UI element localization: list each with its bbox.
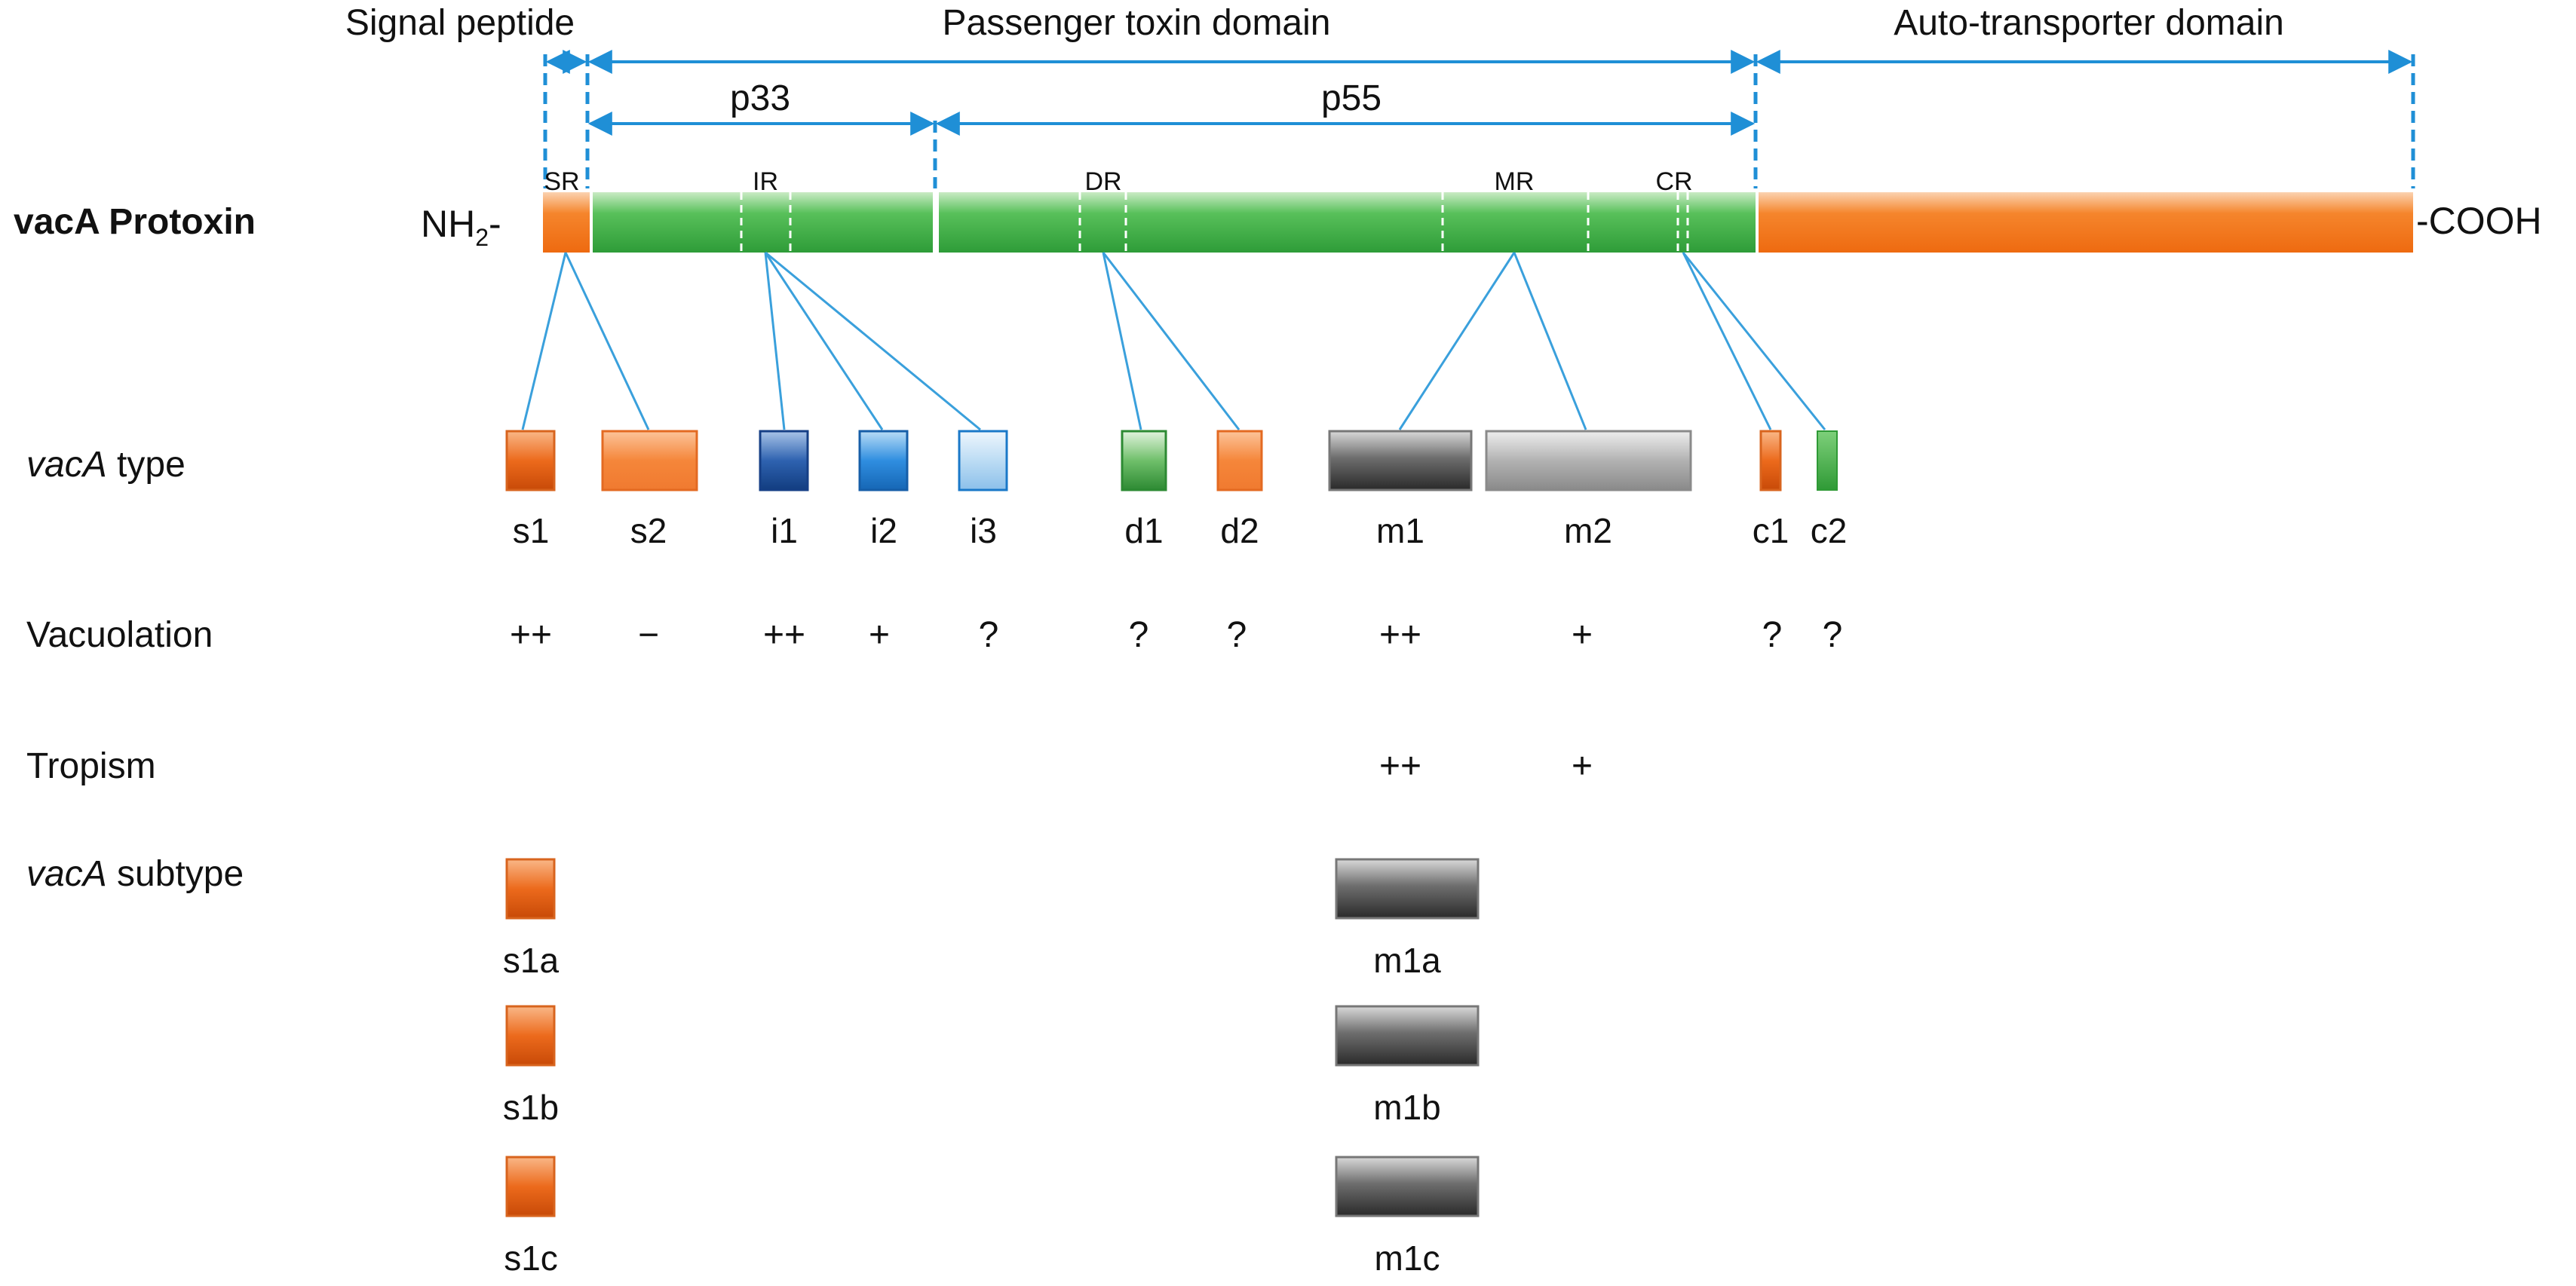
type-label: m2 <box>1564 511 1612 550</box>
type-label: s2 <box>630 511 667 550</box>
autotransporter-domain-label: Auto-transporter domain <box>1894 3 2284 43</box>
vacuolation-value: − <box>638 615 659 655</box>
type-box-d1 <box>1121 430 1167 491</box>
type-label: s1 <box>513 511 550 550</box>
subtype-box-m1b <box>1335 1005 1480 1067</box>
vacuolation-value: ? <box>1227 615 1247 655</box>
tropism-row-label: Tropism <box>26 746 156 786</box>
subtype-box-s1c <box>505 1156 556 1217</box>
mr-label: MR <box>1495 167 1535 196</box>
vacuolation-value: ? <box>1762 615 1783 655</box>
vaca-subtype-row-label: vacA subtype <box>26 854 244 894</box>
subtype-box-m1a <box>1335 858 1480 920</box>
type-label: d2 <box>1220 511 1259 550</box>
type-box-i2 <box>858 430 909 491</box>
vacuolation-value: ++ <box>763 615 805 655</box>
dr-label: DR <box>1084 167 1121 196</box>
type-box-i1 <box>759 430 809 491</box>
vacuolation-value: ? <box>1823 615 1843 655</box>
type-box-c1 <box>1759 430 1782 491</box>
cooh-terminus: -COOH <box>2416 200 2542 242</box>
vacuolation-value: ? <box>979 615 999 655</box>
type-box-i3 <box>958 430 1008 491</box>
p33-region-bar <box>593 192 933 253</box>
signal-region-bar <box>543 192 590 253</box>
type-label: i3 <box>970 511 997 550</box>
subtype-boxes <box>505 858 1480 1217</box>
p55-region-bar <box>939 192 1756 253</box>
type-box-s2 <box>601 430 698 491</box>
tropism-value: ++ <box>1379 746 1421 786</box>
vacuolation-value: ++ <box>510 615 552 655</box>
nh2-terminus: NH2- <box>421 203 501 251</box>
type-box-c2 <box>1817 430 1838 491</box>
type-label: d1 <box>1124 511 1163 550</box>
autotransporter-bar <box>1759 192 2413 253</box>
cr-label: CR <box>1655 167 1692 196</box>
sr-label: SR <box>544 167 579 196</box>
subtype-label: s1c <box>504 1239 558 1278</box>
vacuolation-value: + <box>1572 615 1593 655</box>
type-box-m2 <box>1485 430 1692 491</box>
protoxin-title: vacA Protoxin <box>14 202 256 242</box>
tropism-value: + <box>1572 746 1593 786</box>
type-label: i1 <box>771 511 798 550</box>
passenger-domain-label: Passenger toxin domain <box>943 3 1331 43</box>
type-box-s1 <box>505 430 556 491</box>
subtype-label: m1c <box>1375 1239 1440 1278</box>
vacuolation-value: + <box>869 615 890 655</box>
region-separators <box>740 192 1689 253</box>
domain-boundaries <box>543 54 2415 188</box>
connector-lines <box>521 251 1826 431</box>
type-label: c2 <box>1811 511 1848 550</box>
p33-label: p33 <box>730 78 790 118</box>
vacuolation-row-label: Vacuolation <box>26 615 213 655</box>
vacuolation-value: ? <box>1129 615 1149 655</box>
type-box-d2 <box>1216 430 1263 491</box>
subtype-label: m1a <box>1373 941 1441 980</box>
domain-arrows <box>545 50 2413 136</box>
type-label: i2 <box>870 511 897 550</box>
subtype-box-s1b <box>505 1005 556 1067</box>
type-boxes <box>505 430 1838 491</box>
subtype-box-m1c <box>1335 1156 1480 1217</box>
type-box-m1 <box>1328 430 1473 491</box>
subtype-label: s1a <box>503 941 560 980</box>
subtype-box-s1a <box>505 858 556 920</box>
vacuolation-value: ++ <box>1379 615 1421 655</box>
subtype-label: s1b <box>503 1088 559 1127</box>
p55-label: p55 <box>1321 78 1382 118</box>
type-label: c1 <box>1753 511 1789 550</box>
ir-label: IR <box>753 167 778 196</box>
type-label: m1 <box>1376 511 1424 550</box>
subtype-label: m1b <box>1373 1088 1440 1127</box>
vaca-type-row-label: vacA type <box>26 445 186 485</box>
signal-peptide-label: Signal peptide <box>345 3 575 43</box>
